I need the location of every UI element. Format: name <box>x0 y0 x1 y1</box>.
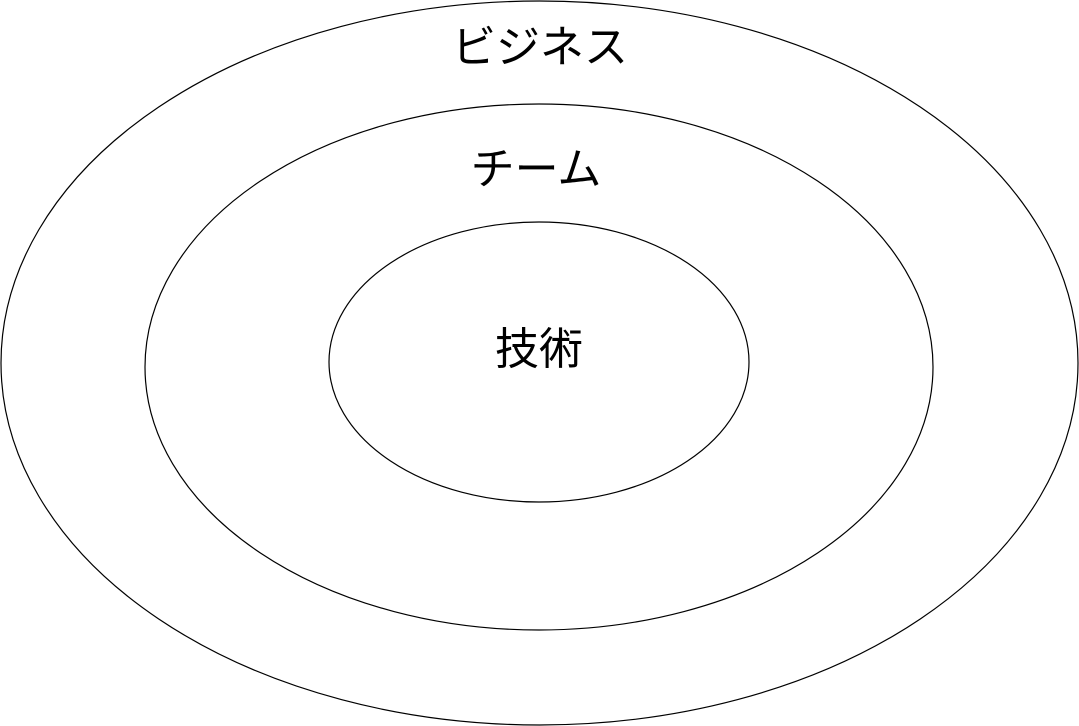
inner-ring-label: 技術 <box>495 324 583 375</box>
inner-ring-technology <box>328 221 750 503</box>
middle-ring-label: チーム <box>471 144 602 195</box>
outer-ring-label: ビジネス <box>452 22 628 73</box>
middle-ring-team <box>144 103 934 631</box>
